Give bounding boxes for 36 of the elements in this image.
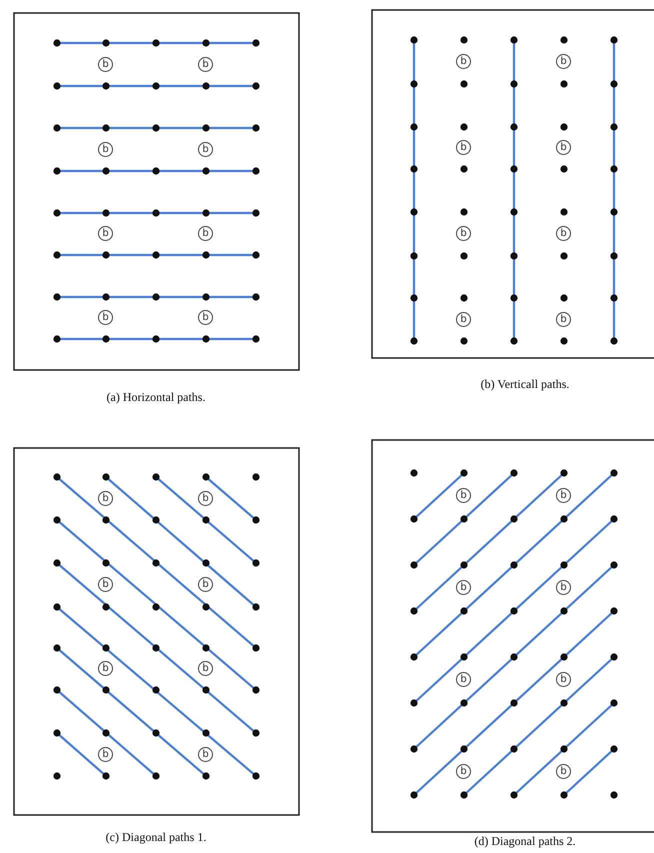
circled-letter: b — [198, 746, 213, 762]
circled-letter: b — [98, 142, 113, 156]
circled-letter: b — [556, 312, 571, 326]
circled-letter: b — [98, 56, 113, 72]
circled-letter: b — [98, 310, 113, 325]
circled-letter: b — [98, 746, 113, 762]
circled-letter: b — [456, 764, 471, 779]
figure-caption: (b) Verticall paths. — [480, 377, 570, 392]
circled-letter: b — [456, 54, 471, 69]
circled-letter: b — [198, 226, 213, 241]
circled-letter: b — [556, 488, 571, 503]
circled-letter: b — [98, 226, 113, 241]
circled-letter: b — [198, 142, 213, 156]
circled-letter: b — [198, 56, 213, 72]
circled-letter: b — [456, 580, 471, 595]
circled-letter: b — [556, 226, 571, 241]
circled-letter: b — [98, 577, 113, 592]
circled-letter: b — [198, 310, 213, 325]
circled-letter: b — [456, 488, 471, 503]
circled-letter: b — [98, 661, 113, 676]
circled-letter: b — [456, 226, 471, 241]
circled-letter: b — [556, 140, 571, 155]
circled-letter: b — [556, 54, 571, 69]
circled-letter: b — [198, 577, 213, 592]
circled-letter: b — [556, 764, 571, 779]
circled-letter: b — [456, 140, 471, 155]
circled-letter: b — [98, 490, 113, 506]
figure-caption: (d) Diagonal paths 2. — [474, 834, 576, 849]
figure-caption: (c) Diagonal paths 1. — [106, 830, 206, 845]
circled-letter: b — [556, 580, 571, 595]
circled-letter: b — [198, 490, 213, 506]
circled-letter: b — [456, 672, 471, 687]
circled-letter: b — [556, 672, 571, 687]
circled-letter: b — [198, 661, 213, 676]
circled-letter: b — [456, 312, 471, 326]
figure-caption: (a) Horizontal paths. — [106, 390, 206, 405]
